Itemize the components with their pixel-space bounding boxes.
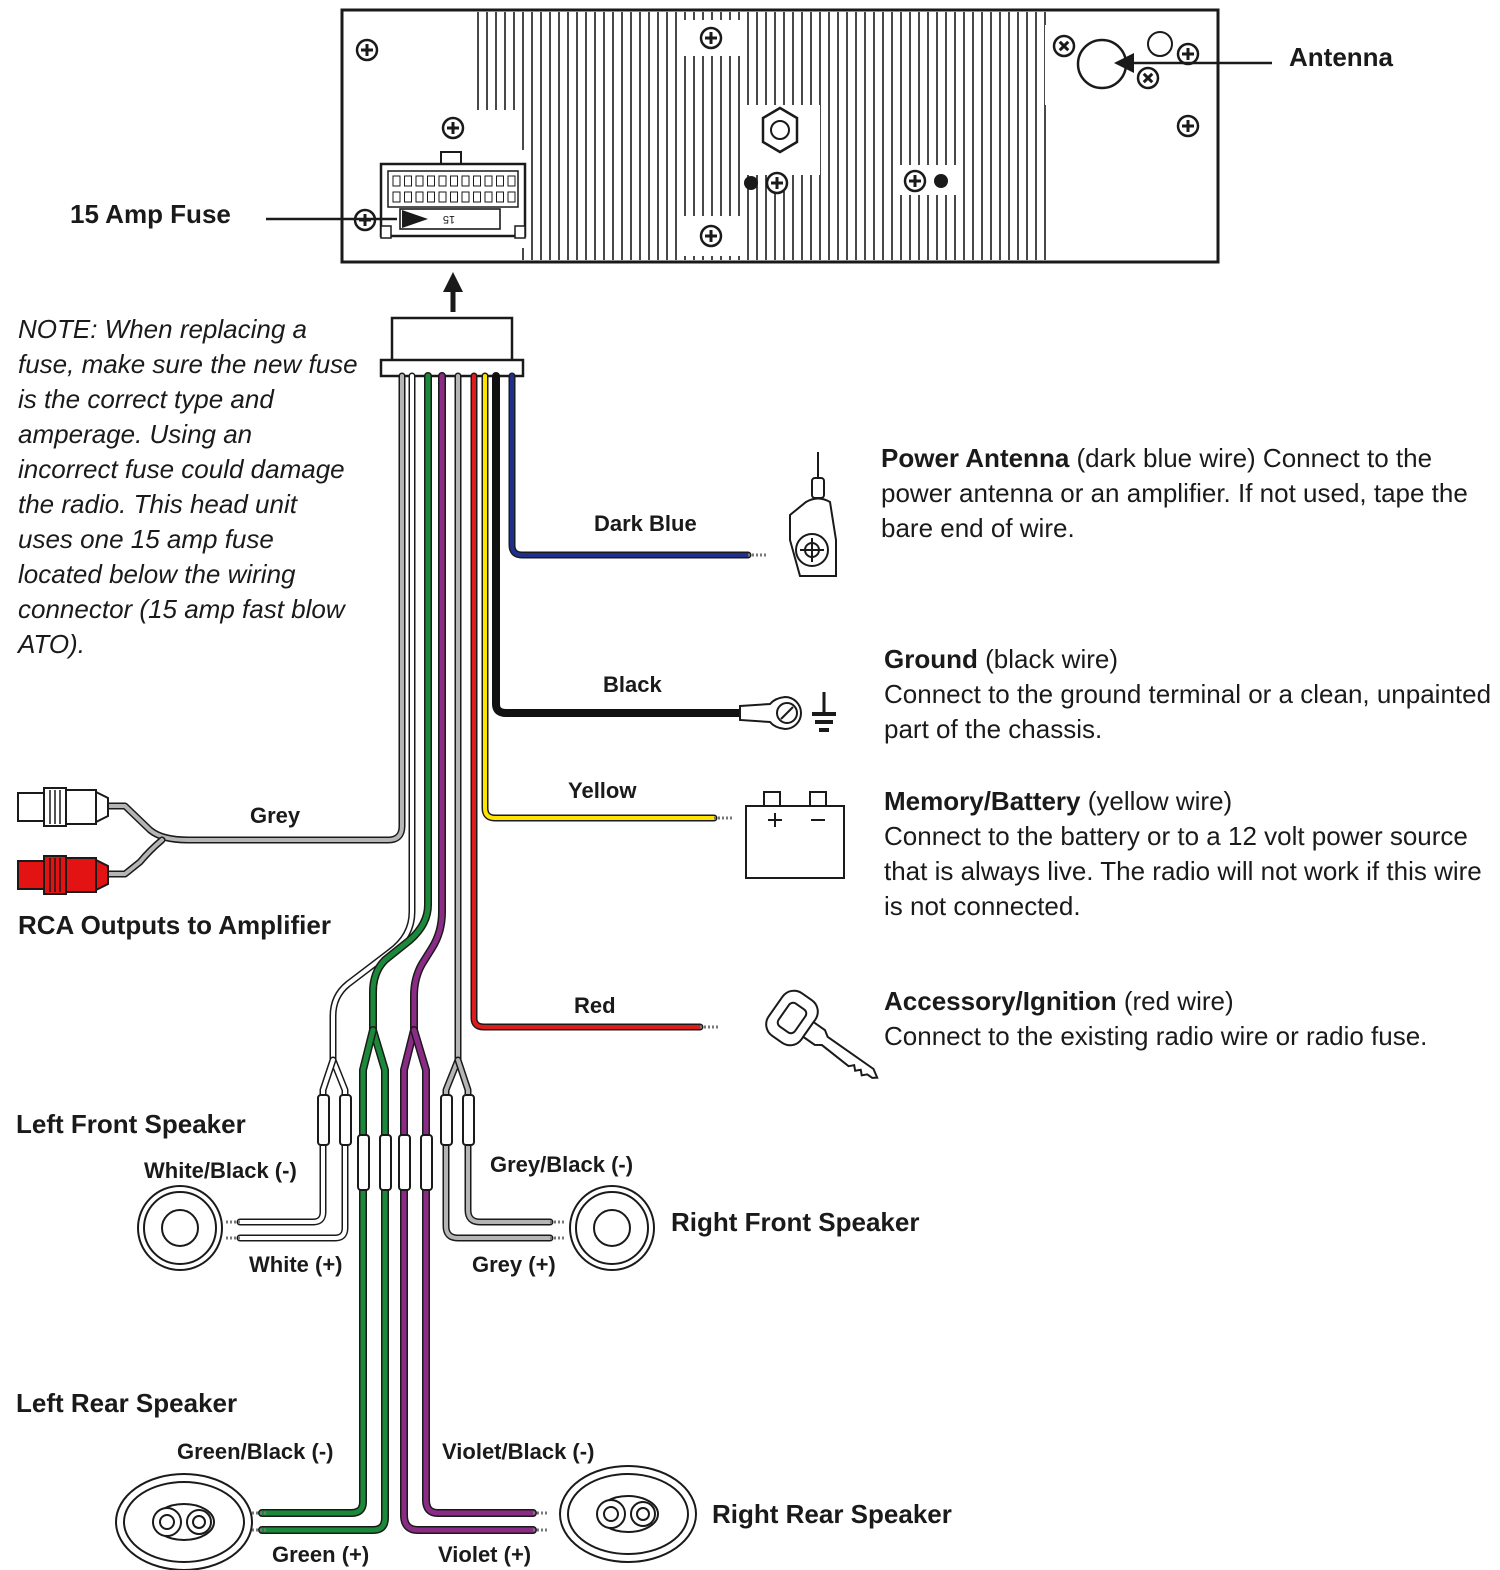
rca-plug-white — [17, 787, 109, 827]
white-plus-label: White (+) — [249, 1252, 343, 1277]
battery-icon — [745, 791, 845, 879]
rca-outputs-label: RCA Outputs to Amplifier — [18, 910, 331, 940]
grey-rca-wire — [104, 372, 406, 878]
left-front-speaker-label: Left Front Speaker — [16, 1109, 246, 1139]
green-plus-label: Green (+) — [272, 1542, 370, 1567]
green-wire — [258, 372, 432, 1534]
violet-plus-label: Violet (+) — [438, 1542, 532, 1567]
memory-battery-text: Connect to the battery or to a 12 volt p… — [884, 821, 1482, 921]
yellow-label: Yellow — [568, 778, 637, 803]
head-unit-connector: 15 — [379, 151, 527, 239]
rca-plug-red — [17, 855, 109, 895]
grey-black-label: Grey/Black (-) — [490, 1152, 634, 1177]
fuse-note: NOTE: When replacing a fuse, make sure t… — [18, 314, 358, 659]
violet-wire — [400, 372, 537, 1534]
wire-harness — [104, 372, 752, 1534]
black-label: Black — [603, 672, 662, 697]
ground-text: Connect to the ground terminal or a clea… — [884, 679, 1492, 744]
dark-blue-wire — [508, 372, 752, 559]
fuse-marking: 15 — [443, 213, 455, 225]
head-unit-chassis: 15 — [340, 8, 1220, 264]
ignition-key-icon — [765, 989, 879, 1079]
green-black-label: Green/Black (-) — [177, 1439, 334, 1464]
left-rear-speaker-icon — [115, 1473, 253, 1570]
ground-description: Ground (black wire) Connect to the groun… — [884, 642, 1494, 747]
accessory-ignition-title: Accessory/Ignition — [884, 986, 1117, 1016]
violet-black-label: Violet/Black (-) — [442, 1439, 595, 1464]
right-rear-speaker-label: Right Rear Speaker — [712, 1499, 952, 1529]
power-antenna-title: Power Antenna — [881, 443, 1070, 473]
ground-subtitle: (black wire) — [977, 644, 1119, 674]
left-rear-speaker-label: Left Rear Speaker — [16, 1388, 238, 1418]
memory-battery-title: Memory/Battery — [884, 786, 1081, 816]
inline-connectors — [317, 1094, 475, 1191]
red-label: Red — [574, 993, 616, 1018]
right-front-speaker-icon — [569, 1185, 655, 1271]
memory-battery-subtitle: (yellow wire) — [1080, 786, 1233, 816]
harness-plug — [379, 316, 525, 378]
accessory-ignition-subtitle: (red wire) — [1116, 986, 1234, 1016]
stripped-wire-ends — [226, 553, 766, 1532]
insert-arrow — [443, 272, 463, 312]
memory-battery-description: Memory/Battery (yellow wire) Connect to … — [884, 784, 1494, 924]
ground-title: Ground — [884, 644, 978, 674]
red-wire — [470, 372, 704, 1031]
yellow-wire — [481, 372, 718, 822]
grey-plus-label: Grey (+) — [472, 1252, 556, 1277]
accessory-ignition-description: Accessory/Ignition (red wire) Connect to… — [884, 984, 1498, 1054]
accessory-ignition-text: Connect to the existing radio wire or ra… — [884, 1021, 1428, 1051]
black-wire — [492, 372, 744, 717]
white-black-label: White/Black (-) — [144, 1158, 297, 1183]
power-antenna-description: Power Antenna (dark blue wire) Connect t… — [881, 441, 1491, 546]
dark-blue-label: Dark Blue — [594, 511, 697, 536]
ground-icon — [739, 692, 836, 732]
grey-label: Grey — [250, 803, 301, 828]
power-antenna-icon — [789, 452, 837, 577]
power-antenna-text: (dark blue wire) Connect to the power an… — [881, 443, 1468, 543]
fuse-15-amp — [399, 208, 501, 230]
right-rear-speaker-icon — [559, 1465, 697, 1563]
right-front-speaker-label: Right Front Speaker — [671, 1207, 920, 1237]
white-wire — [236, 372, 416, 1242]
fuse-label: 15 Amp Fuse — [70, 199, 231, 229]
antenna-label: Antenna — [1289, 42, 1393, 72]
left-front-speaker-icon — [137, 1185, 223, 1271]
